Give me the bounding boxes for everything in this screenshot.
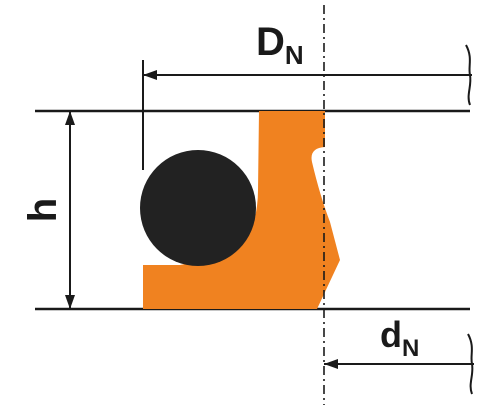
height-arrowhead-bottom [65, 295, 75, 309]
inner-diameter-break-mark [467, 333, 474, 395]
inner-diameter-label: dN [380, 314, 419, 362]
height-arrowhead-top [65, 111, 75, 125]
seal-profile [143, 111, 340, 309]
outer-diameter-arrowhead [143, 70, 157, 80]
inner-diameter-arrowhead [324, 359, 338, 369]
inner-diameter-label-sub: N [402, 335, 419, 362]
inner-diameter-label-main: d [380, 314, 402, 355]
outer-diameter-label: DN [256, 20, 304, 70]
height-label: h [21, 198, 65, 222]
outer-diameter-label-main: D [256, 20, 285, 64]
outer-diameter-break-mark [465, 44, 472, 106]
o-ring [140, 150, 256, 266]
outer-diameter-label-sub: N [285, 40, 304, 70]
